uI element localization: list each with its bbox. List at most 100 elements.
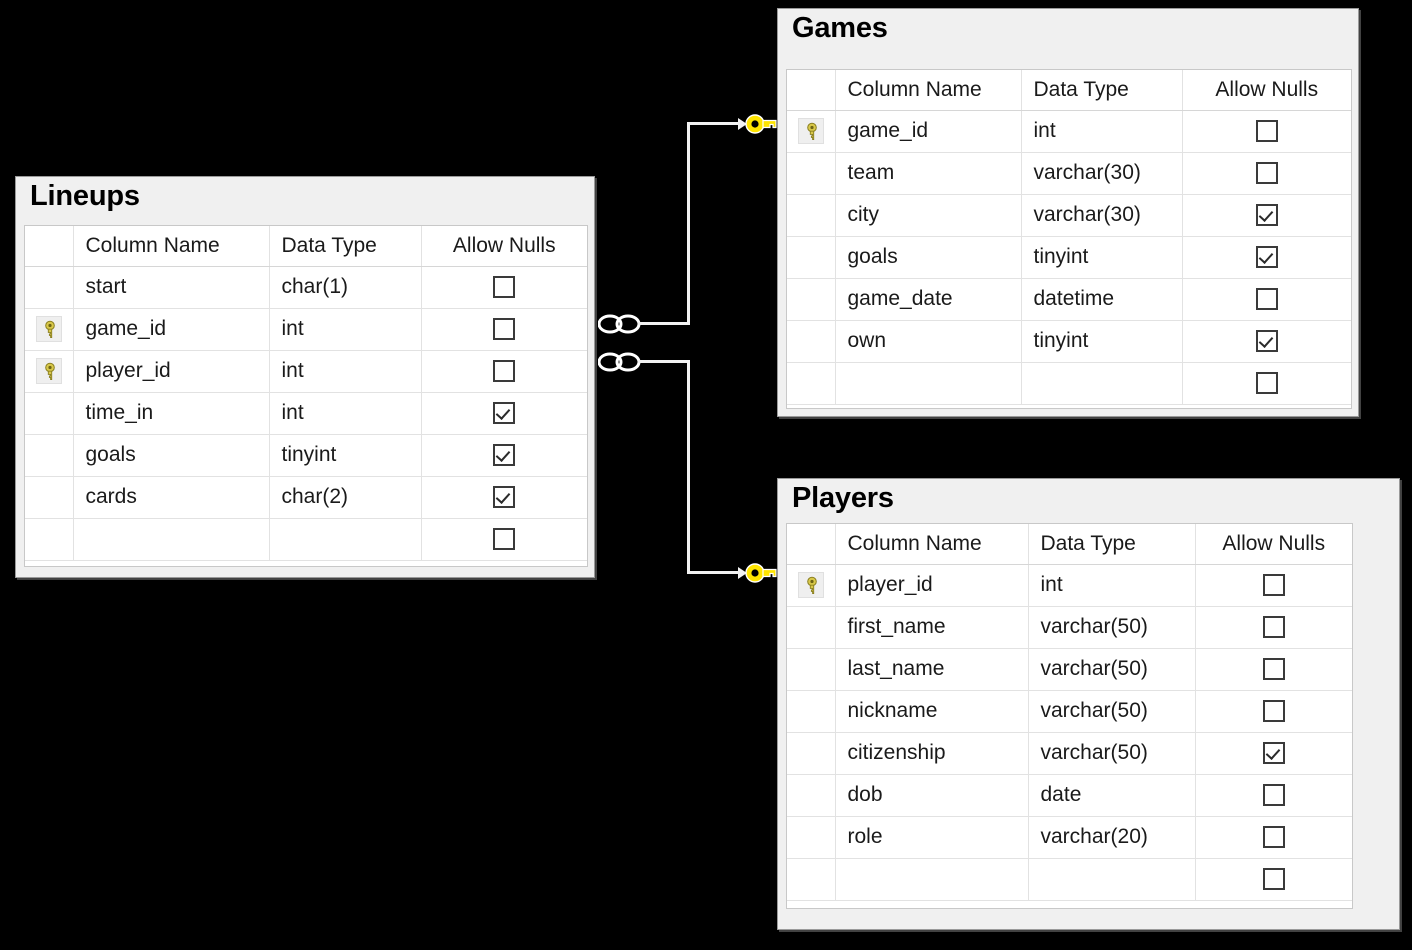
checkbox-unchecked-icon[interactable] [1262, 784, 1285, 807]
checkbox-unchecked-icon[interactable] [1255, 162, 1278, 185]
checkbox-unchecked-icon[interactable] [1255, 288, 1278, 311]
checkbox-unchecked-icon[interactable] [493, 318, 516, 341]
table-row[interactable] [787, 858, 1352, 901]
cell-allow-nulls[interactable] [1182, 320, 1351, 363]
cell-data-type[interactable]: int [269, 392, 422, 435]
checkbox-checked-icon[interactable] [1262, 742, 1285, 765]
grid-games[interactable]: Column Name Data Type Allow Nulls game_i… [786, 69, 1352, 409]
cell-data-type[interactable]: int [269, 308, 422, 351]
checkbox-unchecked-icon[interactable] [1262, 574, 1285, 597]
cell-data-type[interactable]: varchar(50) [1028, 732, 1196, 775]
cell-data-type[interactable]: char(1) [269, 266, 422, 309]
cell-allow-nulls[interactable] [1195, 816, 1352, 859]
cell-data-type[interactable] [1028, 858, 1196, 901]
checkbox-unchecked-icon[interactable] [1255, 120, 1278, 143]
cell-column-name[interactable]: cards [73, 476, 270, 519]
cell-allow-nulls[interactable] [1182, 362, 1351, 405]
checkbox-checked-icon[interactable] [1255, 246, 1278, 269]
checkbox-checked-icon[interactable] [493, 444, 516, 467]
cell-data-type[interactable]: tinyint [1021, 236, 1183, 279]
cell-column-name[interactable]: nickname [835, 690, 1029, 733]
checkbox-unchecked-icon[interactable] [493, 360, 516, 383]
checkbox-unchecked-icon[interactable] [1262, 826, 1285, 849]
cell-column-name[interactable]: first_name [835, 606, 1029, 649]
checkbox-unchecked-icon[interactable] [1262, 658, 1285, 681]
cell-allow-nulls[interactable] [421, 308, 587, 351]
cell-data-type[interactable]: varchar(20) [1028, 816, 1196, 859]
cell-allow-nulls[interactable] [1182, 110, 1351, 153]
cell-data-type[interactable]: int [1021, 110, 1183, 153]
cell-data-type[interactable] [269, 518, 422, 561]
checkbox-checked-icon[interactable] [493, 402, 516, 425]
cell-data-type[interactable]: int [1028, 564, 1196, 607]
cell-data-type[interactable]: datetime [1021, 278, 1183, 321]
checkbox-unchecked-icon[interactable] [1262, 868, 1285, 891]
cell-column-name[interactable]: own [835, 320, 1022, 363]
cell-column-name[interactable]: last_name [835, 648, 1029, 691]
cell-allow-nulls[interactable] [1195, 648, 1352, 691]
cell-allow-nulls[interactable] [1182, 278, 1351, 321]
table-row[interactable] [25, 518, 587, 561]
cell-column-name[interactable]: game_date [835, 278, 1022, 321]
cell-allow-nulls[interactable] [421, 518, 587, 561]
table-card-lineups[interactable]: Lineups Column Name Data Type Allow Null… [15, 176, 595, 578]
cell-allow-nulls[interactable] [421, 476, 587, 519]
cell-allow-nulls[interactable] [1182, 194, 1351, 237]
cell-column-name[interactable]: city [835, 194, 1022, 237]
cell-column-name[interactable]: dob [835, 774, 1029, 817]
cell-column-name[interactable]: player_id [835, 564, 1029, 607]
cell-column-name[interactable]: player_id [73, 350, 270, 393]
cell-allow-nulls[interactable] [1182, 152, 1351, 195]
cell-data-type[interactable]: varchar(50) [1028, 606, 1196, 649]
cell-data-type[interactable]: int [269, 350, 422, 393]
cell-allow-nulls[interactable] [1195, 858, 1352, 901]
cell-data-type[interactable]: date [1028, 774, 1196, 817]
cell-column-name[interactable]: team [835, 152, 1022, 195]
cell-data-type[interactable]: varchar(50) [1028, 690, 1196, 733]
checkbox-unchecked-icon[interactable] [1262, 700, 1285, 723]
cell-allow-nulls[interactable] [421, 434, 587, 477]
cell-column-name[interactable]: start [73, 266, 270, 309]
cell-allow-nulls[interactable] [1182, 236, 1351, 279]
cell-column-name[interactable]: game_id [73, 308, 270, 351]
cell-allow-nulls[interactable] [421, 350, 587, 393]
table-row[interactable] [787, 362, 1351, 405]
cell-column-name[interactable]: game_id [835, 110, 1022, 153]
cell-column-name[interactable]: goals [835, 236, 1022, 279]
cell-allow-nulls[interactable] [1195, 690, 1352, 733]
cell-column-name[interactable]: time_in [73, 392, 270, 435]
checkbox-checked-icon[interactable] [1255, 330, 1278, 353]
cell-data-type[interactable] [1021, 362, 1183, 405]
cell-data-type[interactable]: tinyint [1021, 320, 1183, 363]
cell-data-type[interactable]: tinyint [269, 434, 422, 477]
cell-allow-nulls[interactable] [1195, 564, 1352, 607]
checkbox-checked-icon[interactable] [493, 486, 516, 509]
cell-allow-nulls[interactable] [1195, 774, 1352, 817]
table-card-games[interactable]: Games Column Name Data Type Allow Nulls … [777, 8, 1359, 417]
checkbox-checked-icon[interactable] [1255, 204, 1278, 227]
grid-players[interactable]: Column Name Data Type Allow Nulls player… [786, 523, 1353, 909]
cell-column-name[interactable]: goals [73, 434, 270, 477]
cell-data-type[interactable]: char(2) [269, 476, 422, 519]
cell-allow-nulls[interactable] [1195, 606, 1352, 649]
cell-data-type[interactable]: varchar(50) [1028, 648, 1196, 691]
cell-allow-nulls[interactable] [421, 392, 587, 435]
